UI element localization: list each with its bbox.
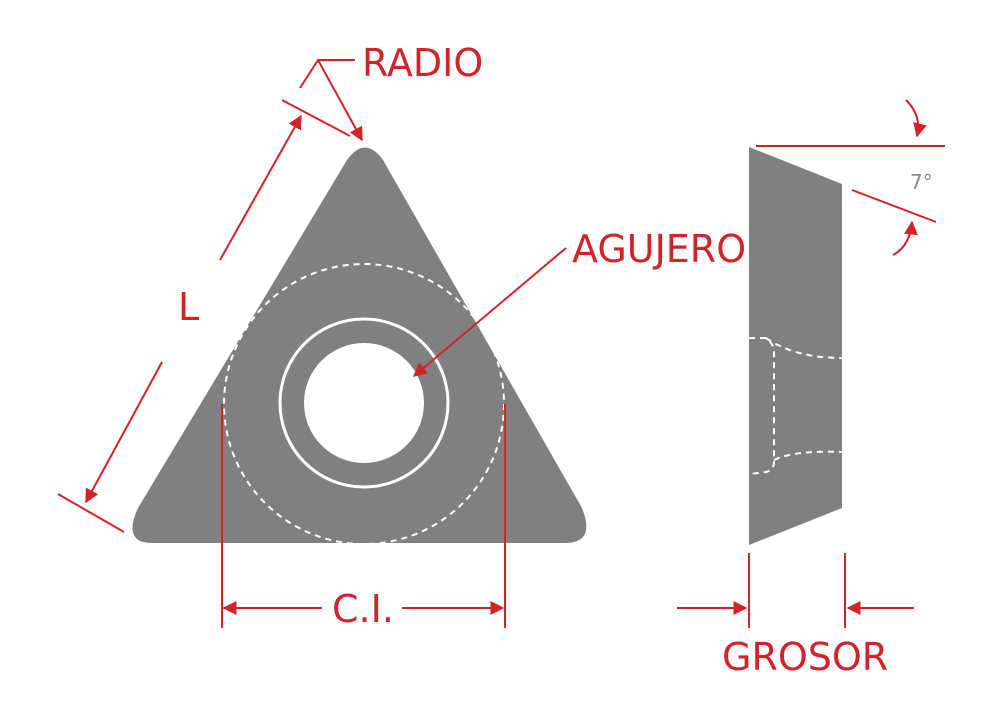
angle-label: 7° [910, 170, 933, 194]
length-dimension: L [57, 114, 302, 533]
angle-flank-line [851, 189, 937, 223]
insert-front-view [132, 147, 587, 545]
agujero-arrow-line [412, 247, 567, 377]
ci-label: C.I. [332, 587, 394, 631]
radio-leader-line [299, 59, 355, 89]
angle-arrow-top [905, 99, 927, 138]
hole-counterbore-ring [278, 317, 450, 489]
l-extension-line-bottom [57, 493, 125, 533]
radio-callout: RADIO [281, 41, 483, 142]
l-arrow-upper [219, 114, 302, 261]
radio-extension-line [281, 99, 351, 137]
radio-arrow-line [317, 59, 363, 142]
l-label: L [178, 285, 199, 329]
agujero-callout: AGUJERO [412, 227, 746, 377]
grosor-label: GROSOR [722, 635, 888, 679]
center-hole [304, 343, 424, 463]
grosor-dimension: GROSOR [677, 553, 914, 679]
side-hole-upper-curve [765, 337, 843, 359]
angle-indicator: 7° [756, 99, 945, 256]
radio-label: RADIO [362, 41, 483, 85]
agujero-label: AGUJERO [572, 227, 746, 271]
side-hole-lower-curve [773, 450, 843, 461]
ci-dimension: C.I. [221, 404, 506, 631]
l-arrow-lower [85, 361, 163, 504]
side-profile-body [749, 147, 842, 545]
angle-arrow-bottom [892, 220, 918, 256]
insert-side-view [748, 147, 843, 545]
side-hole-hidden-line [748, 337, 775, 475]
